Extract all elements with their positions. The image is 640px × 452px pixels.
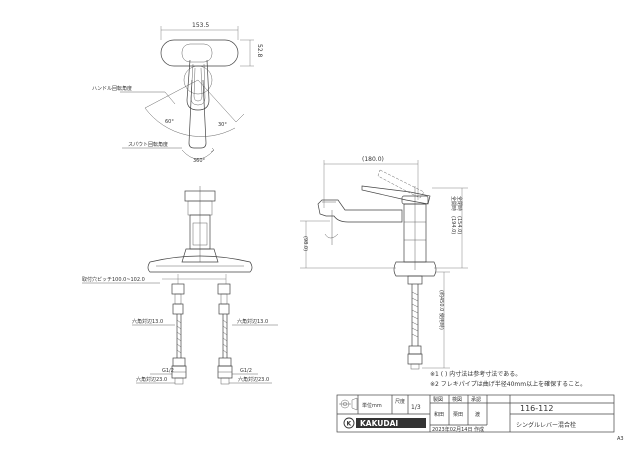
spout-height-dim: (98.0) xyxy=(302,236,308,251)
title-block: 単位mm 尺度 1/3 製図 検図 承認 和田 栗田 渡 116-112 シング… xyxy=(336,394,615,433)
hex-right-label: 六角対辺23.0 xyxy=(238,376,269,383)
handle-angle-right: 30° xyxy=(218,122,227,128)
scale-label: 尺度 xyxy=(395,398,405,405)
hex-left-label: 六角対辺23.0 xyxy=(136,376,167,383)
spout-rotation-label: スパウト回転角度 xyxy=(128,141,168,148)
top-width-dim: 153.5 xyxy=(192,22,209,29)
thread-right-label: G1/2 xyxy=(240,368,252,374)
header-drafted: 製図 xyxy=(433,396,443,403)
scale-value: 1/3 xyxy=(411,404,421,411)
top-view: 153.5 52.8 ハンドル回転角度 60° 30° スパウト回転角度 360… xyxy=(92,22,263,164)
drawing-date: 2023年02月14日 作成 xyxy=(432,426,484,433)
sheet-size: A3 xyxy=(617,436,624,442)
mount-pitch-dim: 取付穴ピッチ100.0~102.0 xyxy=(82,276,145,283)
top-depth-dim: 52.8 xyxy=(256,44,263,58)
note-2: ※2 フレキパイプは曲げ半径40mm以上を確保すること。 xyxy=(430,380,586,388)
front-view: 取付穴ピッチ100.0~102.0 六角対辺13.0 六角対辺13.0 G1/2… xyxy=(82,186,278,385)
unit-label: 単位mm xyxy=(362,402,382,409)
sign-checked: 栗田 xyxy=(453,412,463,418)
thread-left-label: G1/2 xyxy=(162,368,174,374)
reach-dim: (180.0) xyxy=(362,156,384,163)
lever-closed-height: (154.0) xyxy=(456,216,462,234)
lever-open-label: 全開時 xyxy=(450,196,457,211)
sign-approved: 渡 xyxy=(475,411,480,418)
product-name: シングルレバー混合栓 xyxy=(516,421,576,429)
svg-text:K: K xyxy=(347,421,352,428)
kakudai-logo: K KAKUDAI xyxy=(343,417,426,429)
lever-open-height: (194.0) xyxy=(450,216,456,234)
nut-left-label: 六角対辺13.0 xyxy=(132,318,163,325)
side-view: (180.0) (98.0) 全開時 (194.0) 全閉 xyxy=(300,156,468,370)
projection-symbol-icon xyxy=(339,397,358,411)
sign-drafted: 和田 xyxy=(434,411,444,418)
notes: ※1 ( ) 内寸法は参考寸法である。 ※2 フレキパイプは曲げ半径40mm以上… xyxy=(430,370,586,388)
nut-right-label: 六角対辺13.0 xyxy=(237,318,268,325)
brand-name: KAKUDAI xyxy=(360,419,398,428)
hose-length-dim: (約450.0 使用時) xyxy=(438,290,445,330)
header-approved: 承認 xyxy=(471,396,481,403)
product-code: 116-112 xyxy=(520,404,553,413)
lever-closed-label: 全閉時 xyxy=(456,196,463,211)
header-checked: 検図 xyxy=(452,396,462,403)
handle-angle-left: 60° xyxy=(165,119,174,125)
note-1: ※1 ( ) 内寸法は参考寸法である。 xyxy=(430,370,521,378)
spout-angle: 360° xyxy=(193,158,206,164)
handle-rotation-label: ハンドル回転角度 xyxy=(92,85,132,92)
